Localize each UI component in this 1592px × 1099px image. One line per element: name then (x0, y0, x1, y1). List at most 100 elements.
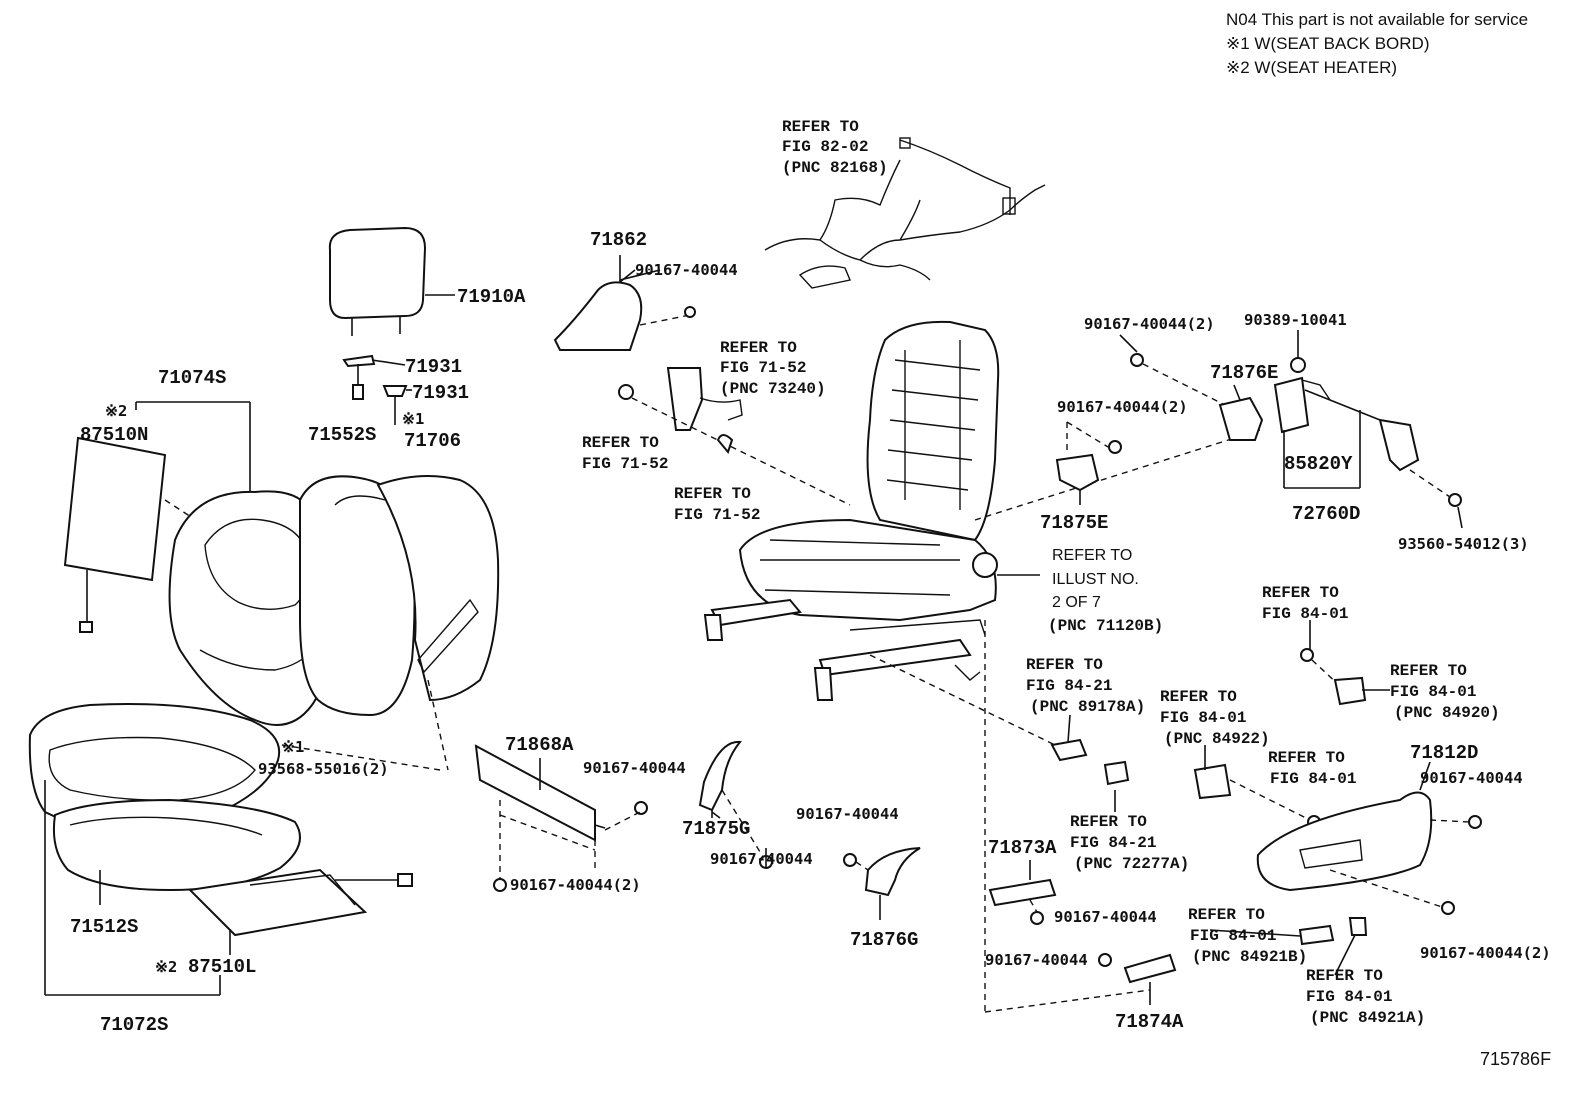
ref-fig-84-21-b: REFER TO FIG 84-21 (PNC 72277A) (1070, 813, 1189, 873)
label-71552S: 71552S (308, 424, 376, 446)
label-71868A: 71868A (505, 734, 574, 756)
label-71512S: 71512S (70, 916, 138, 938)
mark-1-b: ※1 (282, 738, 304, 756)
label-90167-b: 90167-40044 (583, 759, 686, 777)
headrest-support-drawing (342, 354, 412, 425)
label-90167-d: 90167-40044 (710, 850, 813, 868)
label-71706: 71706 (404, 430, 461, 452)
label-71875G: 71875G (682, 818, 750, 840)
svg-text:(PNC 71120B): (PNC 71120B) (1048, 617, 1163, 635)
svg-text:FIG 84-01: FIG 84-01 (1270, 770, 1356, 788)
seat-back-drawing (63, 401, 500, 771)
svg-text:REFER TO: REFER TO (674, 485, 751, 503)
svg-text:FIG 84-01: FIG 84-01 (1262, 605, 1348, 623)
svg-text:FIG 84-21: FIG 84-21 (1070, 834, 1156, 852)
ref-fig-71-52-a: REFER TO FIG 71-52 (PNC 73240) (720, 339, 826, 398)
svg-text:FIG 84-01: FIG 84-01 (1190, 927, 1276, 945)
label-90167-e: 90167-40044 (796, 805, 899, 823)
headrest-drawing (328, 226, 455, 336)
svg-text:REFER TO: REFER TO (1188, 906, 1265, 924)
leader-lines (539, 255, 1463, 976)
ref-fig-84-01-d: REFER TO FIG 84-01 (1268, 749, 1356, 788)
svg-text:FIG 71-52: FIG 71-52 (674, 506, 760, 524)
svg-text:2 OF 7: 2 OF 7 (1052, 594, 1101, 611)
label-71874A: 71874A (1115, 1011, 1184, 1033)
label-71910A: 71910A (457, 286, 526, 308)
ref-fig-84-01-b: REFER TO FIG 84-01 (PNC 84920) (1390, 662, 1500, 722)
label-71876E: 71876E (1210, 362, 1278, 384)
svg-text:REFER TO: REFER TO (1026, 656, 1103, 674)
svg-text:REFER TO: REFER TO (720, 339, 797, 357)
svg-text:REFER TO: REFER TO (1052, 547, 1132, 564)
ref-fig-84-21-a: REFER TO FIG 84-21 (PNC 89178A) (1026, 656, 1145, 716)
svg-text:REFER TO: REFER TO (582, 434, 659, 452)
svg-text:(PNC 84920): (PNC 84920) (1394, 704, 1500, 722)
ref-fig-84-01-e: REFER TO FIG 84-01 (PNC 84921B) (1188, 906, 1307, 966)
svg-text:(PNC 72277A): (PNC 72277A) (1074, 855, 1189, 873)
lever-g-drawing (843, 847, 921, 920)
svg-text:(PNC 82168): (PNC 82168) (782, 159, 888, 177)
label-87510L: 87510L (188, 956, 256, 978)
label-87510N: 87510N (80, 424, 148, 446)
label-71074S: 71074S (158, 367, 226, 389)
ref-fig-84-01-a: REFER TO FIG 84-01 (1262, 584, 1348, 623)
svg-text:FIG 84-01: FIG 84-01 (1160, 709, 1246, 727)
svg-text:FIG 84-21: FIG 84-21 (1026, 677, 1112, 695)
label-90167-g: 90167-40044(2) (1057, 398, 1188, 416)
svg-text:(PNC 84922): (PNC 84922) (1164, 730, 1270, 748)
svg-text:FIG 71-52: FIG 71-52 (720, 359, 806, 377)
label-90167-h: 90167-40044 (1420, 769, 1523, 787)
svg-text:(PNC 84921B): (PNC 84921B) (1192, 948, 1307, 966)
label-71072S: 71072S (100, 1014, 168, 1036)
mark-2-b: ※2 (155, 958, 177, 976)
note-n04: N04 This part is not available for servi… (1226, 10, 1529, 29)
svg-text:REFER TO: REFER TO (1390, 662, 1467, 680)
seat-belt-buckle-drawing (553, 269, 851, 506)
ref-fig-71-52-c: REFER TO FIG 71-52 (674, 485, 760, 524)
label-90389: 90389-10041 (1244, 311, 1347, 329)
label-90167-j: 90167-40044 (1054, 908, 1157, 926)
wire-harness-drawing (764, 137, 1046, 289)
seat-cushion-drawing (28, 703, 441, 996)
ref-illust-2-of-7: REFER TO ILLUST NO. 2 OF 7 (PNC 71120B) (1048, 547, 1163, 635)
svg-text:REFER TO: REFER TO (1070, 813, 1147, 831)
side-shield-drawing (474, 744, 648, 892)
label-90167-k: 90167-40044 (985, 951, 1088, 969)
ref-fig-71-52-b: REFER TO FIG 71-52 (582, 434, 668, 473)
label-72760D: 72760D (1292, 503, 1360, 525)
ref-fig-82-02: REFER TO FIG 82-02 (PNC 82168) (782, 118, 888, 177)
svg-text:FIG 71-52: FIG 71-52 (582, 455, 668, 473)
ref-fig-84-01-c: REFER TO FIG 84-01 (PNC 84922) (1160, 688, 1270, 748)
mark-1-a: ※1 (402, 410, 424, 428)
label-71812D: 71812D (1410, 742, 1478, 764)
ref-fig-84-01-f: REFER TO FIG 84-01 (PNC 84921A) (1306, 967, 1425, 1027)
note-mark1: ※1 W(SEAT BACK BORD) (1226, 34, 1430, 53)
svg-text:(PNC 84921A): (PNC 84921A) (1310, 1009, 1425, 1027)
label-93560: 93560-54012(3) (1398, 535, 1529, 553)
svg-text:FIG 82-02: FIG 82-02 (782, 138, 868, 156)
label-71875E: 71875E (1040, 512, 1108, 534)
label-90167-c: 90167-40044(2) (510, 876, 641, 894)
label-71931-a: 71931 (405, 356, 462, 378)
svg-text:FIG 84-01: FIG 84-01 (1390, 683, 1476, 701)
note-mark2: ※2 W(SEAT HEATER) (1226, 58, 1398, 77)
seat-frame-drawing (703, 320, 1261, 1013)
svg-text:REFER TO: REFER TO (782, 118, 859, 136)
svg-text:REFER TO: REFER TO (1306, 967, 1383, 985)
svg-text:(PNC 73240): (PNC 73240) (720, 380, 826, 398)
svg-text:FIG 84-01: FIG 84-01 (1306, 988, 1392, 1006)
svg-text:REFER TO: REFER TO (1268, 749, 1345, 767)
svg-text:REFER TO: REFER TO (1160, 688, 1237, 706)
label-71876G: 71876G (850, 929, 918, 951)
label-90167-i: 90167-40044(2) (1420, 944, 1551, 962)
svg-text:(PNC 89178A): (PNC 89178A) (1030, 698, 1145, 716)
right-upper-parts-drawing (1055, 353, 1462, 507)
label-93568: 93568-55016(2) (258, 760, 389, 778)
label-71931-b: 71931 (412, 382, 469, 404)
label-71873A: 71873A (988, 837, 1057, 859)
label-71862: 71862 (590, 229, 647, 251)
svg-text:REFER TO: REFER TO (1262, 584, 1339, 602)
label-85820Y: 85820Y (1284, 453, 1353, 475)
svg-text:ILLUST NO.: ILLUST NO. (1052, 571, 1139, 588)
